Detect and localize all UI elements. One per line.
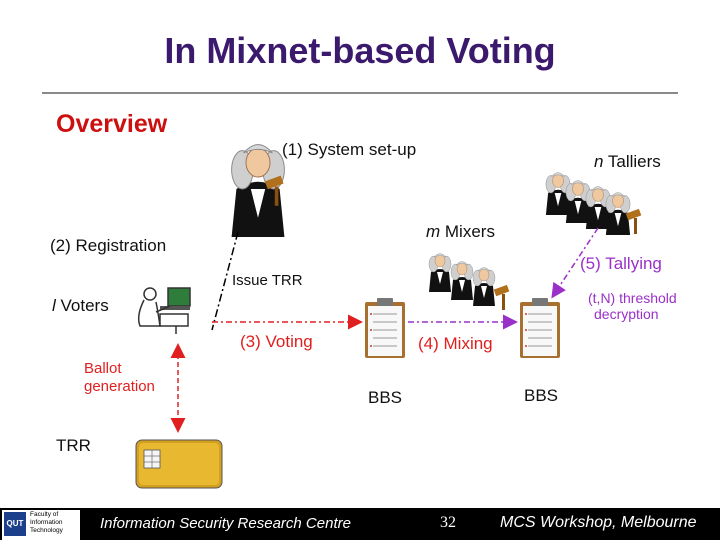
bbs-clipboard-icon — [364, 297, 406, 359]
voters-text: Voters — [55, 296, 109, 315]
voters-var: l — [52, 296, 56, 315]
issue-trr-label: Issue TRR — [232, 272, 303, 289]
mixers-var: m — [426, 222, 441, 241]
slide-title: In Mixnet-based Voting — [164, 30, 556, 71]
faculty-text: Faculty of Information Technology — [30, 511, 76, 535]
faculty-line3: Technology — [30, 527, 63, 534]
faculty-line1: Faculty of — [30, 511, 59, 518]
footer-event: MCS Workshop, Melbourne — [500, 514, 697, 531]
voters-label: l Voters — [52, 296, 109, 316]
ballot-line1: Ballot — [84, 360, 122, 377]
bbs-right-label: BBS — [524, 386, 559, 405]
tallying-label: (5) Tallying — [580, 254, 662, 273]
mixing-label: (4) Mixing — [418, 334, 493, 353]
judge-icon — [231, 144, 285, 238]
smart-card-icon — [135, 439, 223, 489]
bbs-left-label: BBS — [368, 388, 403, 407]
bbs-clipboard-icon — [519, 297, 561, 359]
registration-label: (2) Registration — [50, 236, 167, 255]
title-rule — [42, 92, 678, 94]
talliers-label: n Talliers — [594, 152, 661, 172]
faculty-line2: Information — [30, 519, 63, 526]
threshold-line2: decryption — [594, 306, 659, 322]
trr-label: TRR — [56, 436, 91, 455]
voter-computer-icon — [137, 287, 191, 334]
page-number: 32 — [440, 514, 456, 531]
system-setup-label: (1) System set-up — [282, 140, 417, 159]
talliers-var: n — [594, 152, 604, 171]
mixers-icon — [428, 253, 510, 310]
qut-logo: QUT — [4, 512, 26, 536]
threshold-label: (t,N) threshold decryption — [588, 290, 677, 322]
overview-heading: Overview — [56, 110, 168, 138]
threshold-line1: (t,N) threshold — [588, 290, 677, 306]
mixers-label: m Mixers — [426, 222, 495, 242]
voting-label: (3) Voting — [240, 332, 313, 351]
ballot-generation-label: Ballot generation — [84, 360, 155, 396]
ballot-line2: generation — [84, 378, 155, 395]
footer-centre: Information Security Research Centre — [100, 515, 351, 532]
talliers-text: Talliers — [603, 152, 661, 171]
mixers-text: Mixers — [440, 222, 495, 241]
registration-link — [211, 231, 239, 331]
talliers-icon — [545, 172, 642, 236]
footer-bar — [0, 508, 720, 540]
